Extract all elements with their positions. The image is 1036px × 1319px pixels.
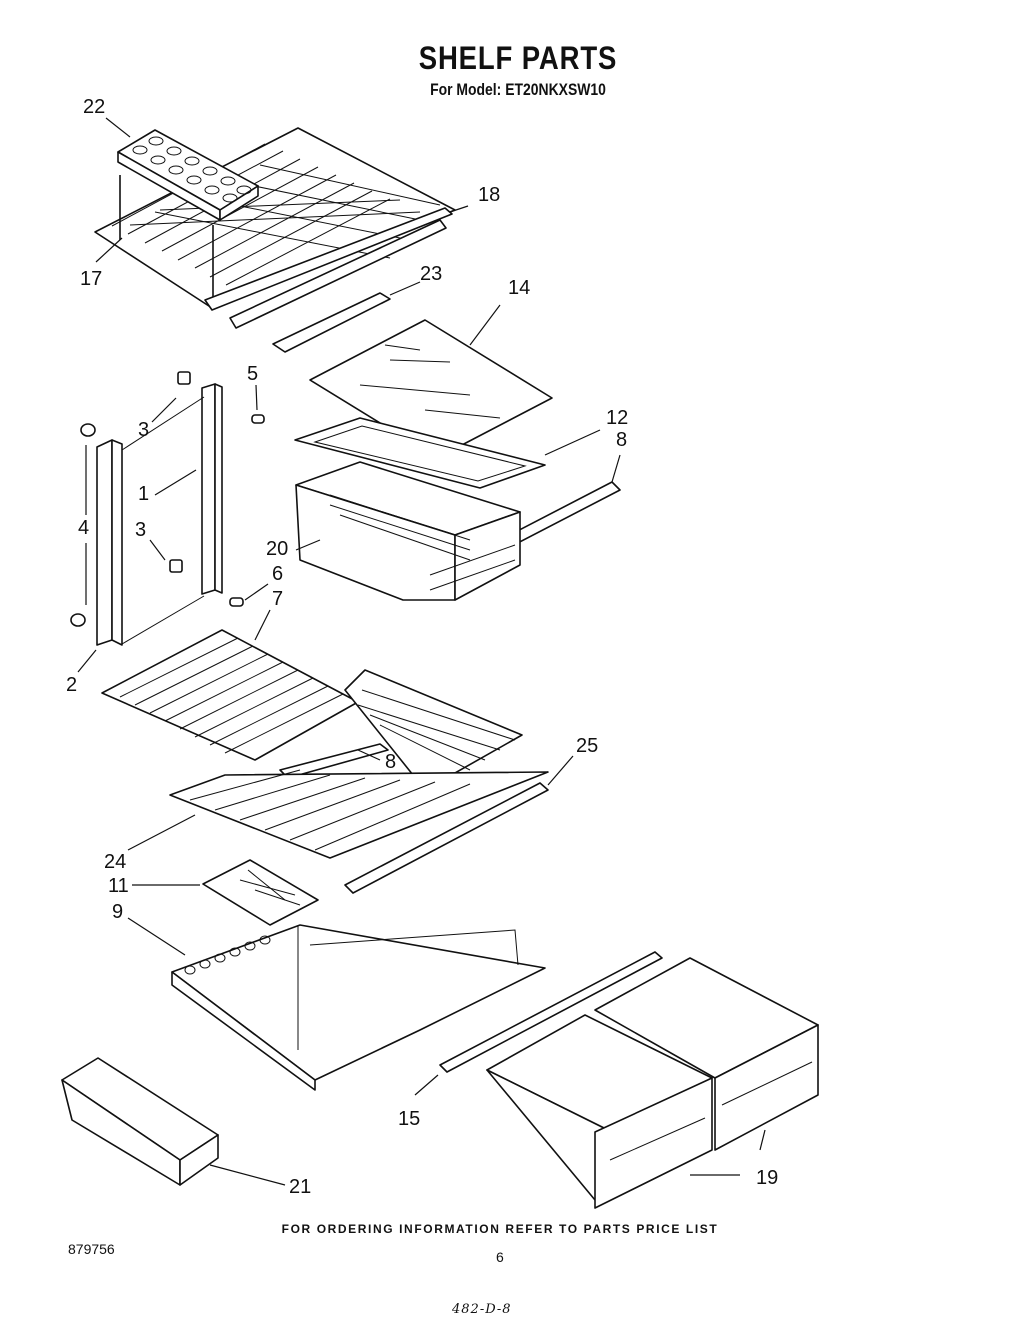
callout-5: 5 <box>247 363 258 385</box>
callout-labels: 22 18 17 23 14 5 3 12 8 4 1 3 20 6 7 2 2… <box>66 96 778 1198</box>
callout-15: 15 <box>398 1108 420 1130</box>
page-title: SHELF PARTS <box>418 40 618 76</box>
callout-2: 2 <box>66 674 77 696</box>
callout-23: 23 <box>420 263 442 285</box>
bracket-parts <box>70 371 265 627</box>
ordering-note: FOR ORDERING INFORMATION REFER TO PARTS … <box>281 1222 719 1236</box>
callout-4: 4 <box>78 517 89 539</box>
callout-3a: 3 <box>138 419 149 441</box>
wire-shelf-7 <box>101 629 359 761</box>
model-line: For Model: ET20NKXSW10 <box>430 80 606 99</box>
callout-8a: 8 <box>616 429 627 451</box>
page-number: 6 <box>496 1249 504 1265</box>
wire-shelf-right <box>344 669 523 791</box>
callout-6: 6 <box>272 563 283 585</box>
callout-24: 24 <box>104 851 126 873</box>
callout-7: 7 <box>272 588 283 610</box>
shelf-ladder-1 <box>201 383 223 595</box>
callout-8b: 8 <box>385 751 396 773</box>
document-number: 879756 <box>68 1241 115 1257</box>
callout-1: 1 <box>138 483 149 505</box>
shelf-rail-18 <box>204 207 453 329</box>
wire-shelf-24 <box>169 769 549 859</box>
shelf-trim-23 <box>272 292 391 353</box>
shelf-trim-25 <box>344 782 549 894</box>
crisper-cover-frame <box>294 417 546 489</box>
callout-20: 20 <box>266 538 288 560</box>
meat-pan-20 <box>295 461 521 601</box>
callout-17: 17 <box>80 268 102 290</box>
shelf-ladder-2 <box>96 396 205 646</box>
crisper-cover-glass <box>202 859 319 926</box>
crisper-cover-frame-9 <box>171 924 546 1091</box>
callout-19: 19 <box>756 1167 778 1189</box>
door-bin <box>61 1057 219 1186</box>
freezer-wire-shelf <box>94 127 456 309</box>
callout-14: 14 <box>508 277 530 299</box>
callout-21: 21 <box>289 1176 311 1198</box>
handwritten-note: 482-D-8 <box>452 1302 512 1317</box>
ice-cube-tray <box>117 129 259 221</box>
callout-22: 22 <box>83 96 105 118</box>
callout-11: 11 <box>108 875 129 897</box>
crisper-slide-rod <box>439 951 663 1073</box>
callout-9: 9 <box>112 901 123 923</box>
callout-12: 12 <box>606 407 628 429</box>
callout-3b: 3 <box>135 519 146 541</box>
callout-18: 18 <box>478 184 500 206</box>
leader-lines <box>77 117 766 1186</box>
callout-25: 25 <box>576 735 598 757</box>
crisper-drawer-left <box>486 1014 713 1209</box>
crisper-drawer-right <box>594 957 819 1151</box>
